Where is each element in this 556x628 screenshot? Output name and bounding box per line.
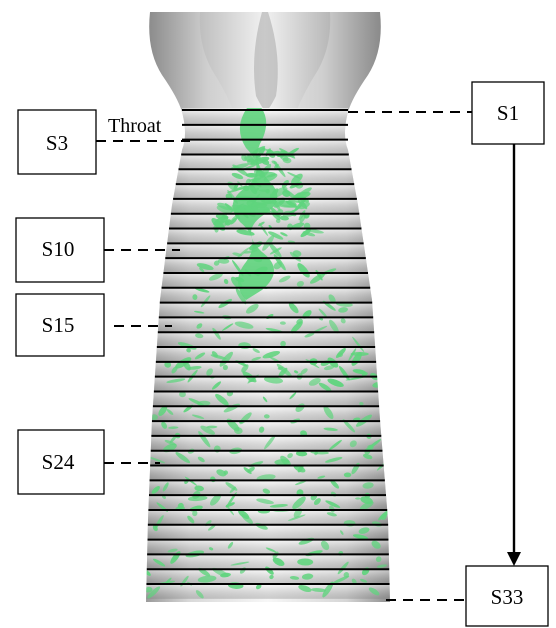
section-band — [167, 214, 363, 229]
section-band — [158, 288, 375, 303]
s3-label: S3 — [46, 131, 68, 155]
vortex-blob — [344, 473, 352, 478]
s24-label: S24 — [42, 450, 75, 474]
section-band — [149, 406, 383, 421]
s15-label: S15 — [42, 313, 75, 337]
section-band — [147, 436, 385, 451]
direction-arrow-head — [507, 552, 521, 566]
throat-label: Throat — [108, 115, 162, 137]
section-band — [142, 584, 393, 599]
vortex-blob — [355, 497, 360, 499]
section-band — [144, 540, 393, 555]
s1-label: S1 — [497, 101, 519, 125]
s33-label: S33 — [491, 585, 524, 609]
section-band — [144, 525, 392, 540]
s10-label: S10 — [42, 237, 75, 261]
